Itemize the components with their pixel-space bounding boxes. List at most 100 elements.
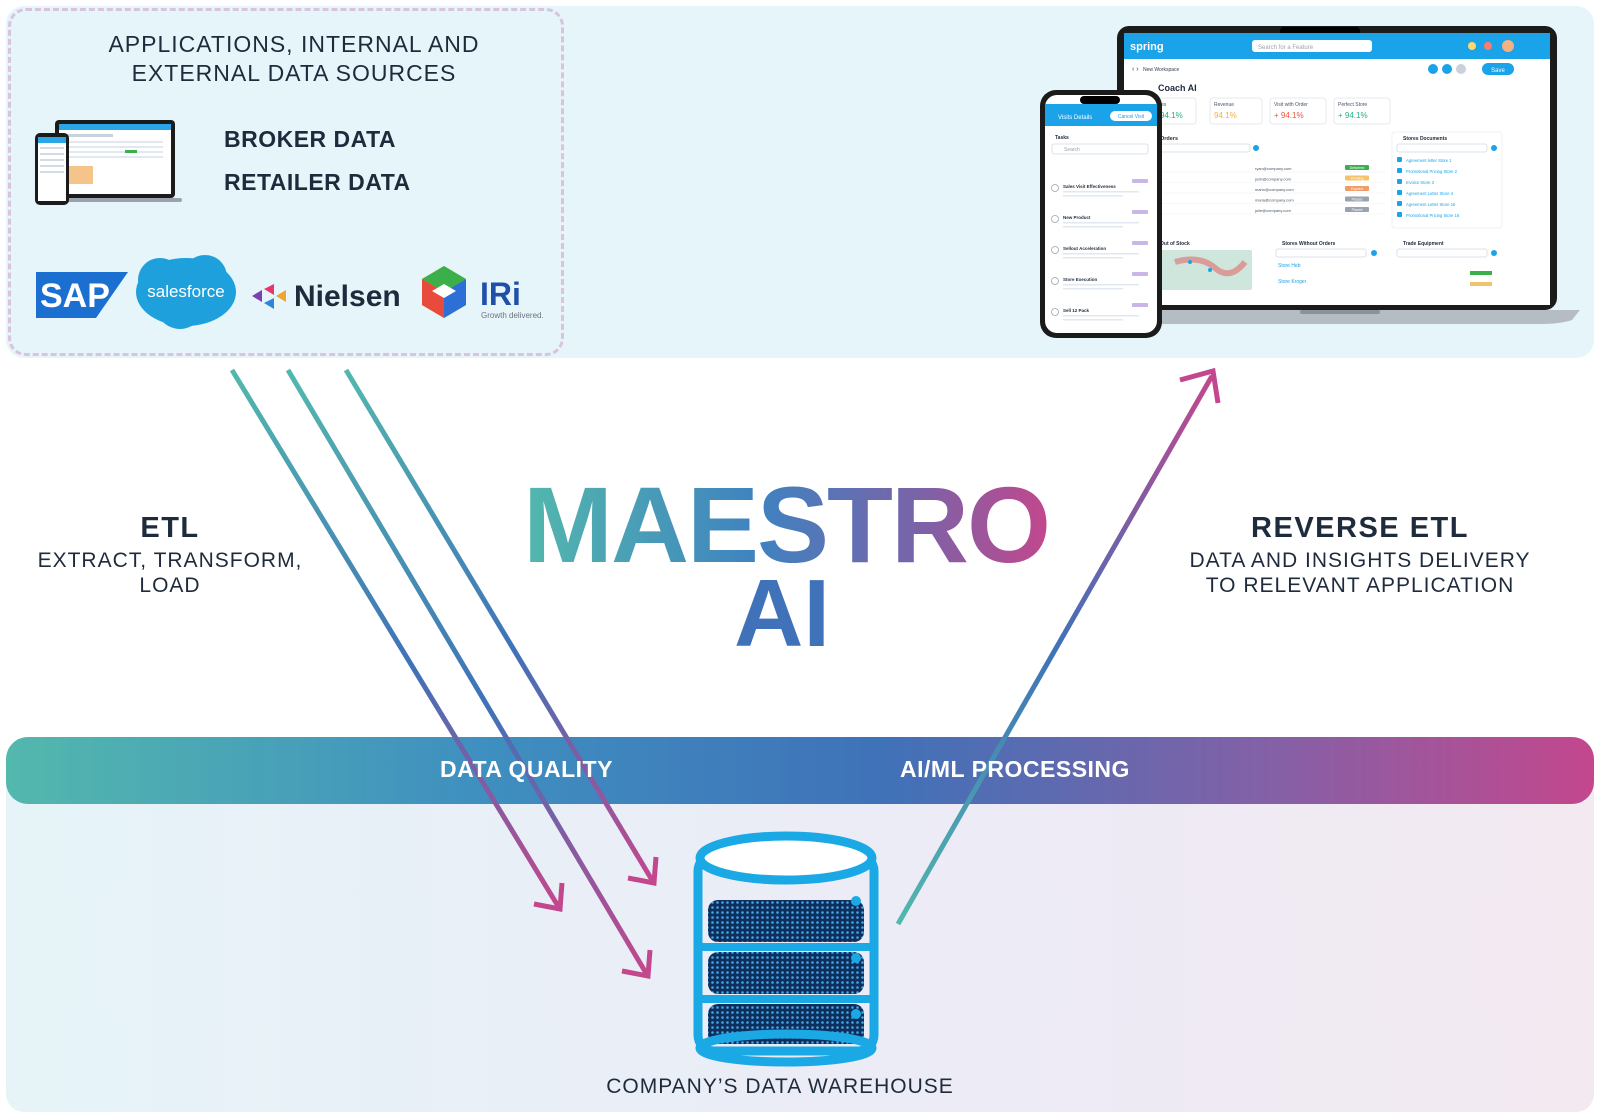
broker-data-label: BROKER DATA [224, 126, 397, 152]
task-badge [1132, 241, 1148, 245]
laptop-mockup: spring Search for a Feature New Workspac… [1095, 26, 1580, 324]
grid-icon[interactable] [1442, 64, 1452, 74]
nielsen-logo: Nielsen [252, 280, 401, 313]
phone-search-input[interactable] [1051, 143, 1149, 155]
phone-header-title: Visits Details [1058, 115, 1092, 121]
task-checkbox[interactable] [1051, 308, 1059, 316]
notification-icon[interactable] [1468, 42, 1476, 50]
task-title: Sellout Acceleration [1063, 246, 1106, 251]
etl-arrow-2 [285, 368, 649, 975]
doc-icon [1397, 157, 1402, 162]
page-title: Coach AI [1158, 83, 1197, 93]
kpi-value-0: 94.1% [1160, 111, 1183, 120]
task-line [1063, 222, 1139, 224]
add-icon[interactable] [1428, 64, 1438, 74]
orders-table: Orders ryan@company.com Delivered josh@com… [1159, 136, 1386, 215]
order-email: ryan@company.com [1255, 166, 1292, 171]
task-badge [1132, 179, 1148, 183]
etl-arrow-3-head [627, 856, 659, 886]
task-badge [1132, 272, 1148, 276]
swo-title: Stores Without Orders [1282, 241, 1336, 247]
doc-icon [1397, 201, 1402, 206]
order-status-badge [1345, 175, 1369, 181]
task-checkbox[interactable] [1051, 277, 1059, 285]
sources-title: APPLICATIONS, INTERNAL AND EXTERNAL DATA… [40, 30, 548, 88]
task-line [1063, 315, 1139, 317]
etl-arrow-3 [343, 368, 655, 882]
docs-filter-icon[interactable] [1491, 145, 1497, 151]
data-quality-label: DATA QUALITY [440, 756, 613, 782]
ai-title: AI [734, 560, 830, 667]
reverse-etl-arrow [895, 367, 1221, 926]
settings-icon[interactable] [1456, 64, 1466, 74]
back-arrow-icon: ‹ › [1132, 66, 1139, 73]
trade-equipment-panel: Trade Equipment [1396, 241, 1497, 286]
kpi-value-2: + 94.1% [1274, 111, 1304, 120]
doc-link[interactable]: Agreement letter Store 1 [1406, 158, 1452, 163]
task-title: Sales Visit Effectiveness [1063, 184, 1116, 189]
order-email: mario@company.com [1255, 187, 1294, 192]
order-email: maria@company.com [1255, 198, 1294, 203]
order-email: josh@company.com [1254, 177, 1292, 182]
messages-icon[interactable] [1484, 42, 1492, 50]
stores-without-orders-panel: Stores Without Orders Store Heb Store Kr… [1275, 241, 1377, 285]
data-warehouse-label: COMPANY’S DATA WAREHOUSE [606, 1075, 954, 1098]
app-search-input[interactable] [1252, 40, 1372, 52]
kpi-value-1: 94.1% [1214, 111, 1237, 120]
order-status-badge [1345, 207, 1369, 212]
nielsen-logo-text: Nielsen [294, 280, 401, 313]
order-email: julie@company.com [1254, 208, 1291, 213]
etl-line1: EXTRACT, TRANSFORM, [37, 549, 303, 572]
workspace-breadcrumb: New Workspace [1143, 67, 1180, 73]
phone-mockup: Visits Details Cancel Visit Tasks Search… [1040, 90, 1162, 338]
out-of-stock-panel: Out of Stock [1160, 241, 1252, 290]
orders-title: Orders [1160, 136, 1178, 142]
equip-title: Trade Equipment [1403, 241, 1444, 247]
etl-arrow-1 [229, 368, 561, 908]
task-checkbox[interactable] [1051, 215, 1059, 223]
reverse-etl-title: REVERSE ETL [1251, 512, 1469, 544]
reverse-etl-description: DATA AND INSIGHTS DELIVERY TO RELEVANT A… [1170, 548, 1550, 598]
oos-title: Out of Stock [1160, 241, 1190, 247]
data-sources-box [8, 8, 564, 356]
etl-line2: LOAD [139, 574, 201, 597]
filter-icon[interactable] [1253, 145, 1259, 151]
etl-arrows [229, 368, 659, 979]
task-line [1063, 253, 1139, 255]
doc-link[interactable]: Agreement Letter Store 15 [1406, 202, 1456, 207]
etl-arrow-2-head [621, 949, 653, 979]
retailer-data-label: RETAILER DATA [224, 169, 411, 195]
doc-link[interactable]: Agreement Letter Store 4 [1406, 191, 1454, 196]
etl-arrow-1-head [533, 882, 565, 912]
order-status-text: Pending [1351, 176, 1364, 180]
order-status-text: Delivered [1350, 166, 1365, 170]
docs-title: Stores Documents [1403, 136, 1447, 142]
doc-link[interactable]: Promotional Pricing Store 16 [1406, 213, 1460, 218]
doc-link[interactable]: Invoice Store 3 [1406, 180, 1435, 185]
doc-icon [1397, 168, 1402, 173]
kpi-label-3: Perfect Store [1338, 102, 1367, 108]
save-button[interactable] [1482, 63, 1514, 75]
swo-item-1: Store Kroger [1278, 279, 1307, 285]
salesforce-logo-text: salesforce [147, 282, 224, 301]
task-line [1063, 288, 1123, 290]
kpi-label-0: les [1160, 102, 1167, 108]
task-title: Store Execution [1063, 277, 1098, 282]
iri-logo-text: IRi [480, 276, 521, 312]
doc-icon [1397, 190, 1402, 195]
kpi-value-3: + 94.1% [1338, 111, 1368, 120]
task-checkbox[interactable] [1051, 184, 1059, 192]
kpi-cards: les 94.1% Revenue 94.1% Visit with Order… [1155, 97, 1391, 125]
order-status-badge [1345, 165, 1369, 170]
database-icon [693, 831, 879, 1067]
avatar[interactable] [1502, 40, 1514, 52]
task-checkbox[interactable] [1051, 246, 1059, 254]
order-status-text: Expired [1351, 187, 1363, 191]
task-line [1063, 195, 1123, 197]
task-line [1063, 257, 1123, 259]
cancel-visit-button[interactable] [1110, 111, 1152, 121]
sap-logo: SAP [36, 272, 128, 318]
doc-link[interactable]: Promotional Pricing Store 2 [1406, 169, 1458, 174]
phone-tasks-title: Tasks [1055, 135, 1069, 141]
